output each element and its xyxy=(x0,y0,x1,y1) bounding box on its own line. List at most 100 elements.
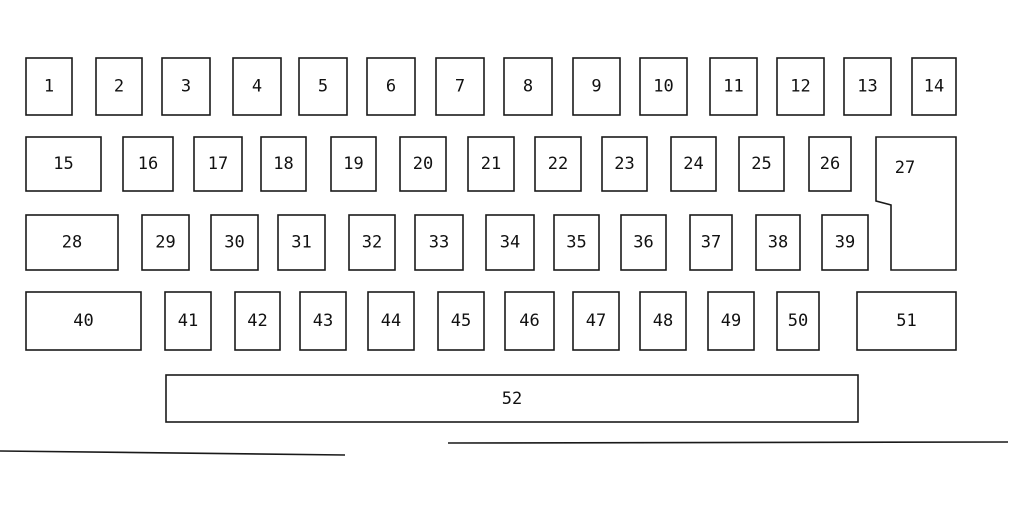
key-8: 8 xyxy=(503,57,553,116)
key-2-label: 2 xyxy=(114,77,124,97)
key-9-outline xyxy=(572,57,621,116)
key-40: 40 xyxy=(25,291,142,351)
key-15-label: 15 xyxy=(53,154,73,174)
key-50-outline xyxy=(776,291,820,351)
key-30-label: 30 xyxy=(224,233,244,253)
key-28-outline xyxy=(25,214,119,271)
key-25-outline xyxy=(738,136,785,192)
key-47-outline xyxy=(572,291,620,351)
key-15: 15 xyxy=(25,136,102,192)
key-2: 2 xyxy=(95,57,143,116)
key-37: 37 xyxy=(689,214,733,271)
key-31-outline xyxy=(277,214,326,271)
key-23-label: 23 xyxy=(614,154,634,174)
key-34: 34 xyxy=(485,214,535,271)
key-43-label: 43 xyxy=(313,311,333,331)
key-5-outline xyxy=(298,57,348,116)
key-45: 45 xyxy=(437,291,485,351)
key-41-label: 41 xyxy=(178,311,198,331)
key-4: 4 xyxy=(232,57,282,116)
key-17-outline xyxy=(193,136,243,192)
key-30: 30 xyxy=(210,214,259,271)
key-48-label: 48 xyxy=(653,311,673,331)
key-1: 1 xyxy=(25,57,73,116)
key-27-outline xyxy=(875,136,957,271)
key-8-label: 8 xyxy=(523,77,533,97)
key-34-outline xyxy=(485,214,535,271)
key-34-label: 34 xyxy=(500,233,520,253)
key-12-outline xyxy=(776,57,825,116)
key-27-label: 27 xyxy=(895,158,915,178)
key-46-label: 46 xyxy=(519,311,539,331)
key-13: 13 xyxy=(843,57,892,116)
key-18-outline xyxy=(260,136,307,192)
key-10-label: 10 xyxy=(653,77,673,97)
key-39-outline xyxy=(821,214,869,271)
key-38-outline xyxy=(755,214,801,271)
key-48: 48 xyxy=(639,291,687,351)
key-17-label: 17 xyxy=(208,154,228,174)
key-18-label: 18 xyxy=(273,154,293,174)
key-43-outline xyxy=(299,291,347,351)
key-22-outline xyxy=(534,136,582,192)
key-44: 44 xyxy=(367,291,415,351)
key-42: 42 xyxy=(234,291,281,351)
key-14-outline xyxy=(911,57,957,116)
key-38: 38 xyxy=(755,214,801,271)
key-49-label: 49 xyxy=(721,311,741,331)
bottom-rule-right xyxy=(447,441,1009,444)
key-21-label: 21 xyxy=(481,154,501,174)
key-7-outline xyxy=(435,57,485,116)
key-45-outline xyxy=(437,291,485,351)
key-14: 14 xyxy=(911,57,957,116)
key-21: 21 xyxy=(467,136,515,192)
key-25-label: 25 xyxy=(751,154,771,174)
key-4-label: 4 xyxy=(252,77,262,97)
key-24: 24 xyxy=(670,136,717,192)
key-5: 5 xyxy=(298,57,348,116)
key-41: 41 xyxy=(164,291,212,351)
key-19: 19 xyxy=(330,136,377,192)
key-16: 16 xyxy=(122,136,174,192)
key-47-label: 47 xyxy=(586,311,606,331)
key-27: 27 xyxy=(875,136,957,271)
key-1-label: 1 xyxy=(44,77,54,97)
key-22-label: 22 xyxy=(548,154,568,174)
key-33-label: 33 xyxy=(429,233,449,253)
key-4-outline xyxy=(232,57,282,116)
key-29: 29 xyxy=(141,214,190,271)
key-11: 11 xyxy=(709,57,758,116)
key-16-outline xyxy=(122,136,174,192)
key-28: 28 xyxy=(25,214,119,271)
key-51-outline xyxy=(856,291,957,351)
key-35: 35 xyxy=(553,214,600,271)
key-38-label: 38 xyxy=(768,233,788,253)
key-40-outline xyxy=(25,291,142,351)
key-24-outline xyxy=(670,136,717,192)
key-42-outline xyxy=(234,291,281,351)
key-37-label: 37 xyxy=(701,233,721,253)
key-1-outline xyxy=(25,57,73,116)
key-52: 52 xyxy=(165,374,859,423)
key-12-label: 12 xyxy=(790,77,810,97)
key-44-outline xyxy=(367,291,415,351)
key-20: 20 xyxy=(399,136,447,192)
key-36-outline xyxy=(620,214,667,271)
key-29-outline xyxy=(141,214,190,271)
key-33: 33 xyxy=(414,214,464,271)
key-23: 23 xyxy=(601,136,648,192)
key-5-label: 5 xyxy=(318,77,328,97)
key-21-outline xyxy=(467,136,515,192)
key-20-label: 20 xyxy=(413,154,433,174)
key-17: 17 xyxy=(193,136,243,192)
key-46: 46 xyxy=(504,291,555,351)
key-32-outline xyxy=(348,214,396,271)
key-18: 18 xyxy=(260,136,307,192)
key-51: 51 xyxy=(856,291,957,351)
key-29-label: 29 xyxy=(155,233,175,253)
key-47: 47 xyxy=(572,291,620,351)
key-6: 6 xyxy=(366,57,416,116)
key-43: 43 xyxy=(299,291,347,351)
